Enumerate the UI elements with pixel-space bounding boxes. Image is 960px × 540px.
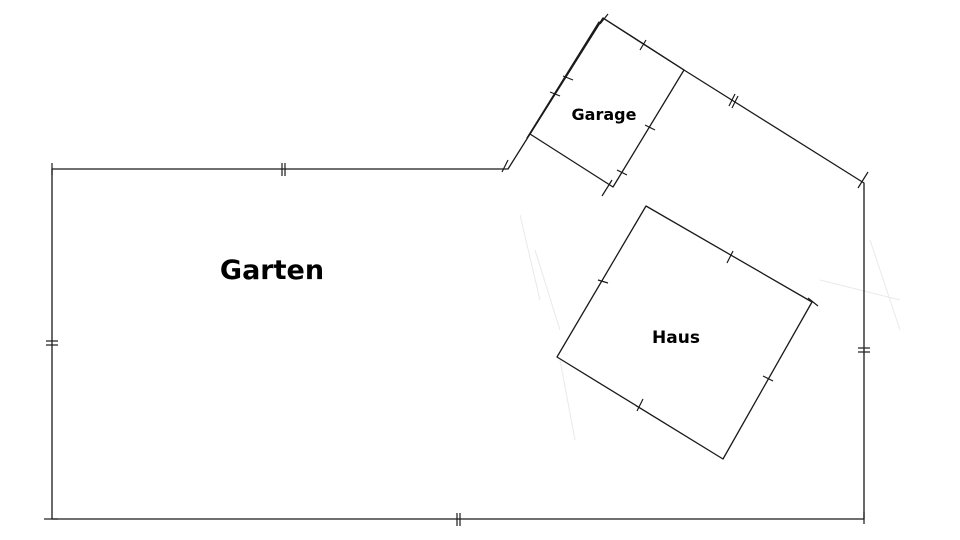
tick — [857, 171, 869, 189]
garage-label: Garage — [572, 105, 637, 124]
house-outline — [556, 205, 813, 460]
tick — [597, 279, 609, 284]
tick — [562, 75, 574, 81]
garden-boundary — [51, 17, 865, 520]
tick — [762, 375, 774, 382]
garden-label: Garten — [220, 255, 324, 286]
tick — [549, 91, 561, 97]
tick — [728, 93, 736, 107]
tick — [726, 250, 734, 264]
garage-outline — [529, 17, 685, 188]
tick — [599, 13, 609, 25]
house-label: Haus — [652, 328, 700, 348]
tick — [807, 297, 819, 307]
tick — [501, 159, 509, 173]
dimension-ticks — [44, 13, 870, 526]
garage-wall-double — [526, 21, 600, 139]
tick — [636, 398, 644, 412]
tick — [639, 39, 647, 51]
tick — [616, 169, 628, 176]
tick — [644, 124, 656, 131]
tick — [601, 179, 613, 197]
tick — [731, 95, 739, 109]
faint-sketch-marks — [519, 214, 901, 441]
